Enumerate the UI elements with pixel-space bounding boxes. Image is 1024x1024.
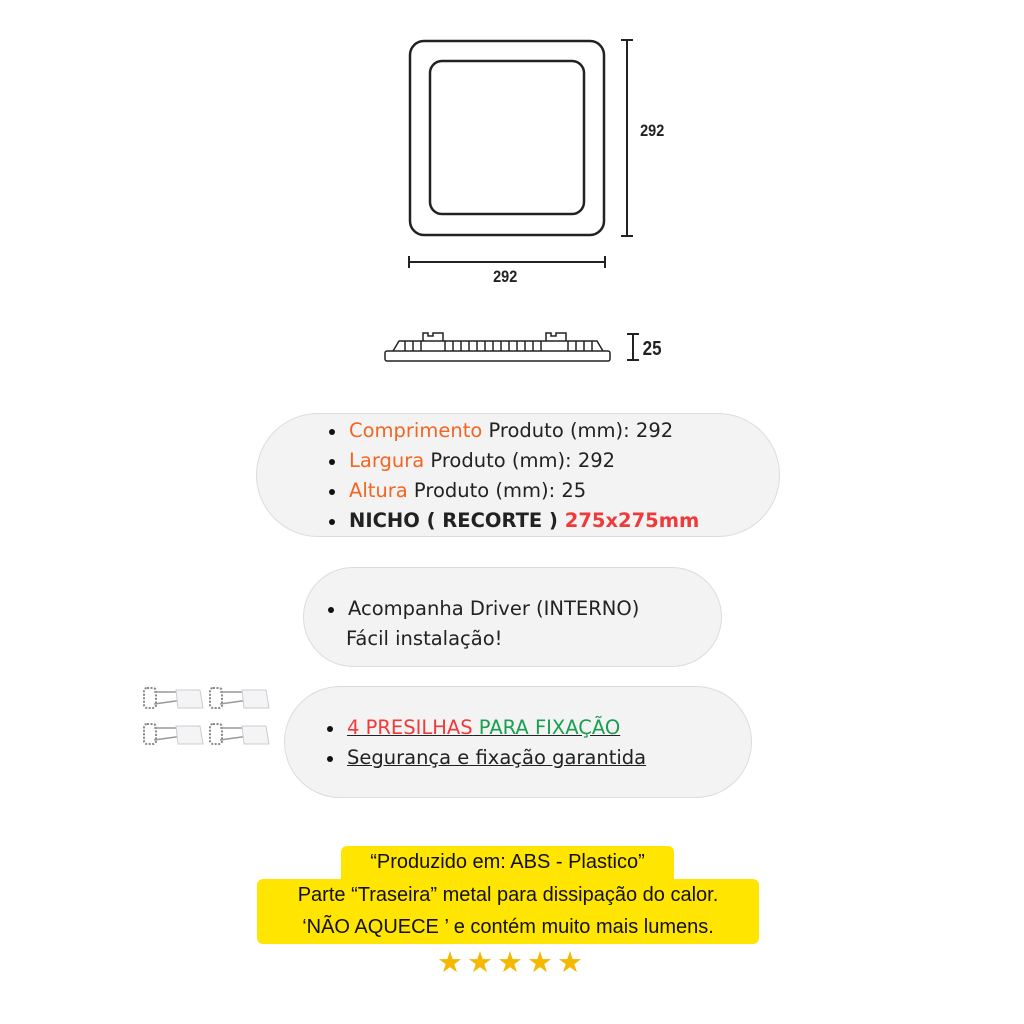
clips-panel: 4 PRESILHAS PARA FIXAÇÃO Segurança e fix… [284, 686, 752, 798]
specs-panel: Comprimento Produto (mm): 292 Largura Pr… [256, 413, 780, 537]
width-dimension-label: 292 [493, 267, 518, 286]
star-icon: ★ [527, 945, 553, 979]
spec-width: Largura Produto (mm): 292 [329, 446, 779, 476]
clips-security: Segurança e fixação garantida [327, 743, 751, 773]
side-view-drawing [384, 332, 639, 362]
star-icon: ★ [497, 945, 523, 979]
easy-install: Fácil instalação! [346, 627, 503, 650]
star-icon: ★ [437, 945, 463, 979]
note-heat: Parte “Traseira” metal para dissipação d… [257, 879, 759, 912]
star-icon: ★ [557, 945, 583, 979]
note-lumens: ‘NÃO AQUECE ’ e contém muito mais lumens… [257, 911, 759, 944]
clips-count: 4 PRESILHAS PARA FIXAÇÃO [327, 713, 751, 743]
driver-panel: Acompanha Driver (INTERNO) Fácil instala… [303, 567, 722, 667]
spec-length: Comprimento Produto (mm): 292 [329, 416, 779, 446]
depth-dimension-label: 25 [642, 338, 662, 360]
spec-niche: NICHO ( RECORTE ) 275x275mm [329, 506, 779, 536]
spec-height: Altura Produto (mm): 25 [329, 476, 779, 506]
note-material: “Produzido em: ABS - Plastico” [341, 846, 674, 879]
driver-included: Acompanha Driver (INTERNO) [328, 594, 721, 624]
front-view-drawing [384, 39, 639, 362]
height-dimension-label: 292 [640, 121, 665, 140]
star-icon: ★ [467, 945, 493, 979]
mounting-clips-image [143, 687, 270, 745]
